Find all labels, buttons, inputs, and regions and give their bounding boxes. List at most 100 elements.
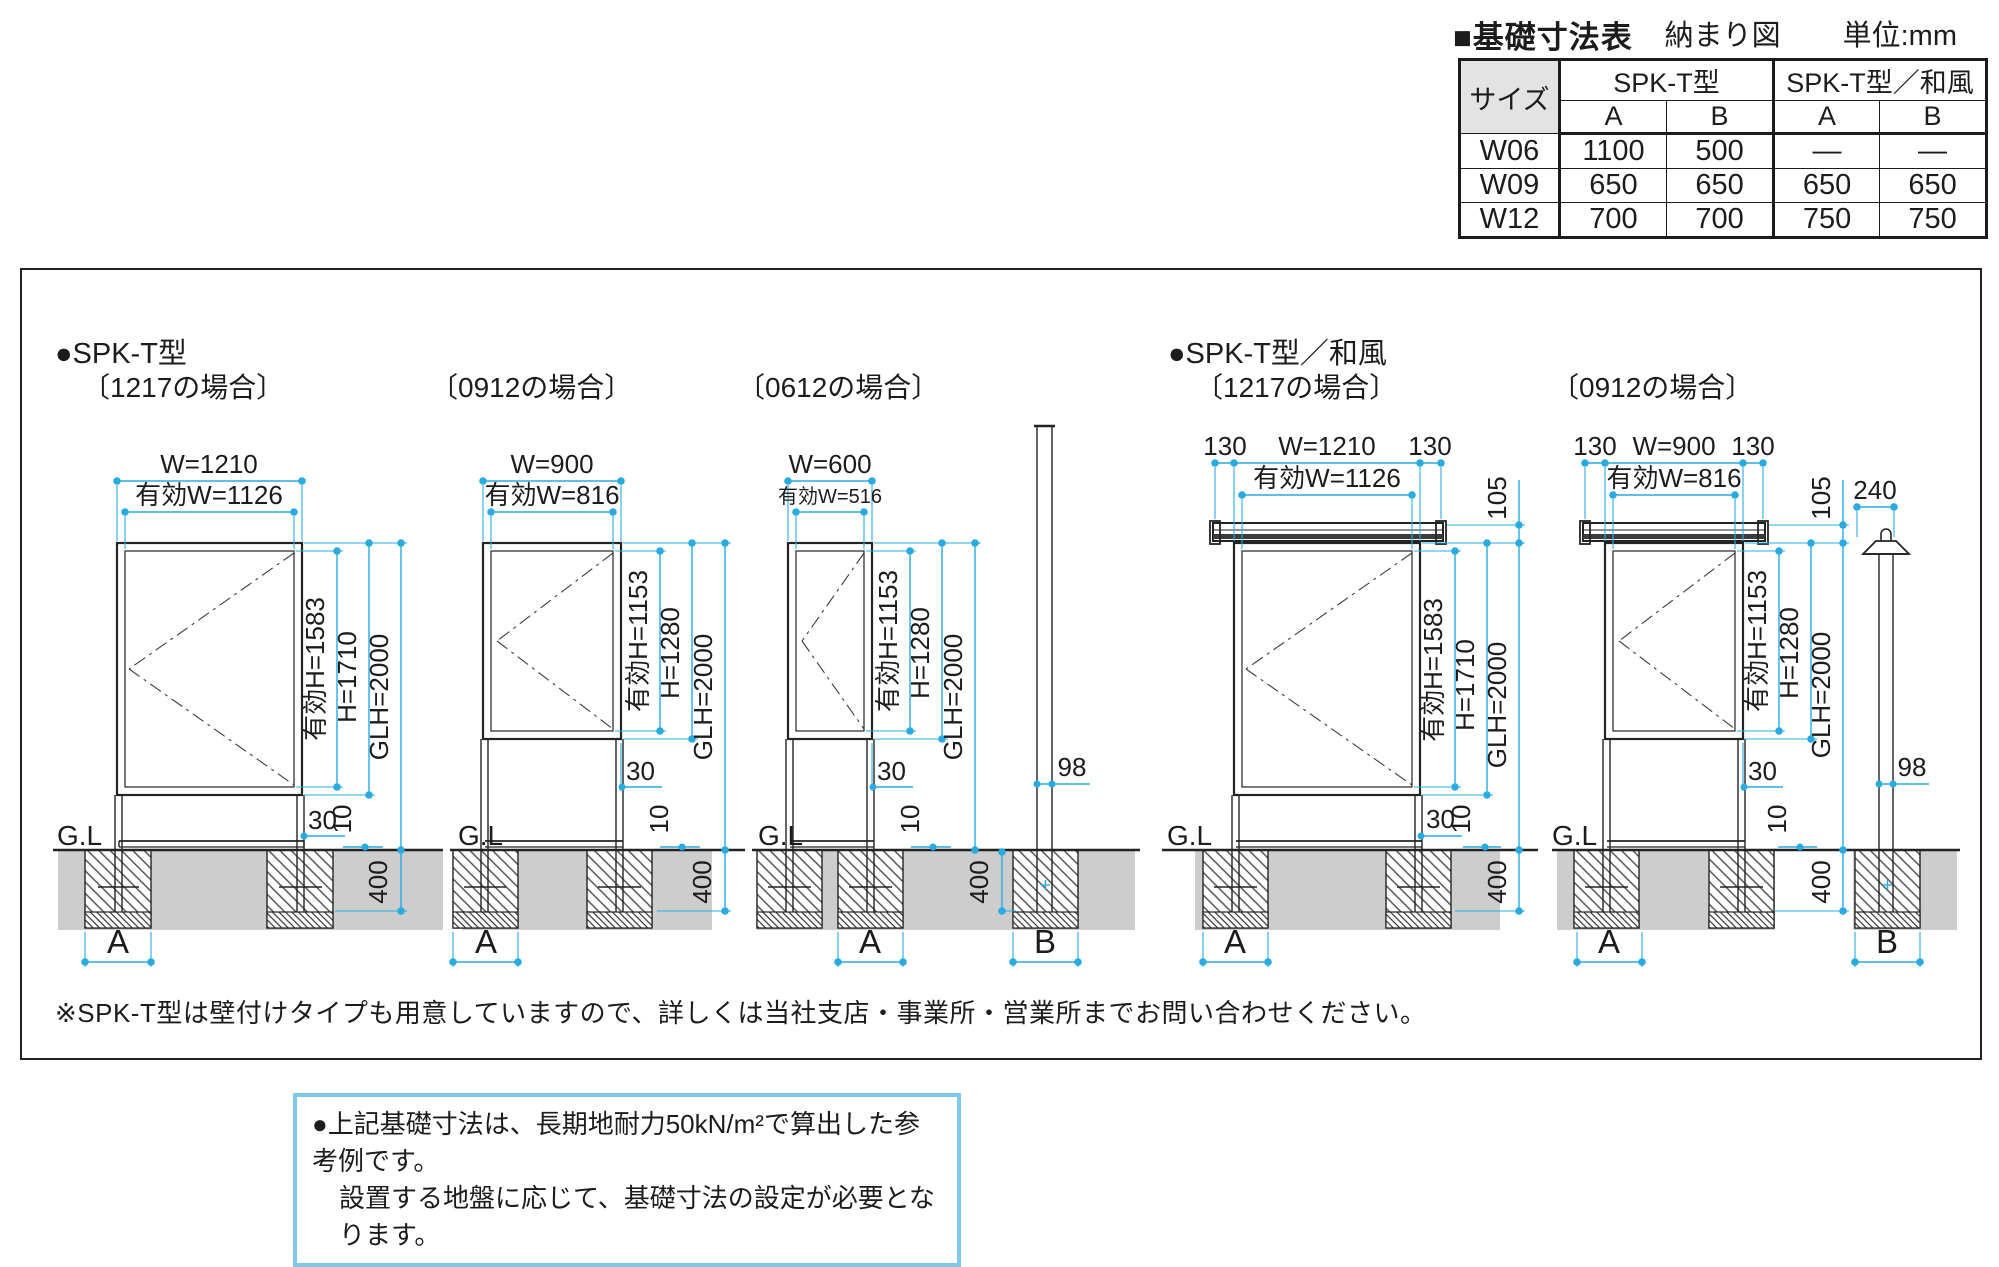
dim-30-label: 30 — [1748, 756, 1777, 786]
wall-mount-note: ※SPK-T型は壁付けタイプも用意していますので、詳しくは当社支店・事業所・営業… — [55, 998, 1427, 1028]
dim-w-label: W=600 — [788, 449, 871, 479]
signboard-front — [464, 541, 641, 912]
dim-105-label: 105 — [1806, 476, 1836, 519]
signboard-front — [1585, 541, 1763, 912]
dimensions — [784, 477, 1090, 967]
ground — [752, 848, 1140, 930]
dim-w-label: W=900 — [1632, 431, 1715, 461]
table-subheader-b1: B — [1665, 100, 1775, 135]
foundation-dimension-table: サイズ SPK-T型 SPK-T型／和風 A B A B W06 1100 50… — [1458, 58, 1989, 239]
dimensions — [81, 477, 407, 967]
ground-level-label: G.L — [1552, 820, 1597, 851]
dim-400-label: 400 — [1482, 860, 1512, 903]
dim-a-label: A — [1224, 923, 1246, 960]
dim-h-label: H=1710 — [1450, 639, 1480, 731]
row-size: W12 — [1459, 202, 1560, 238]
ground-level-label: G.L — [458, 820, 503, 851]
dim-effective-h-label: 有効H=1153 — [1742, 570, 1772, 712]
dim-30-label: 30 — [308, 805, 337, 835]
foundation-table-title: ■基礎寸法表 — [1453, 20, 1633, 55]
dimensions — [1199, 459, 1525, 967]
dim-h-label: H=1710 — [332, 631, 362, 723]
table-header-size: サイズ — [1459, 59, 1560, 134]
dim-effective-w-label: 有効W=816 — [1606, 463, 1741, 493]
drawing-wafu-0912: 130 W=900 130 有効W=816 105 240 有効H=1153 H… — [1552, 431, 1960, 967]
foundation-note-line1: ●上記基礎寸法は、長期地耐力50kN/m²で算出した参考例です。 — [312, 1109, 920, 1176]
diagram-header: 納まり図単位:mm — [1665, 12, 1957, 54]
dim-w-label: W=1210 — [160, 449, 258, 479]
dim-130-left-label: 130 — [1573, 431, 1616, 461]
table-header-group1: SPK-T型 — [1557, 59, 1775, 101]
dim-glh-label: GLH=2000 — [938, 634, 968, 760]
dim-effective-w-label: 有効W=516 — [778, 485, 882, 508]
dim-glh-label: GLH=2000 — [1806, 632, 1836, 758]
label-case-1217-wafu: 〔1217の場合〕 — [1195, 372, 1398, 403]
dim-glh-label: GLH=2000 — [1482, 642, 1512, 768]
drawing-spkt-1217: W=1210 有効W=1126 有効H=1583 H=1710 GLH=2000… — [53, 449, 443, 967]
row-size: W09 — [1459, 168, 1560, 203]
label-case-0912: 〔0912の場合〕 — [430, 372, 633, 403]
ground — [53, 848, 443, 930]
wafu-roof — [1579, 520, 1769, 545]
dim-30-label: 30 — [877, 756, 906, 786]
ground — [1162, 848, 1538, 930]
dim-98-label: 98 — [1058, 752, 1087, 782]
dim-10-label: 10 — [1446, 805, 1476, 834]
dim-400-label: 400 — [363, 860, 393, 903]
ground — [450, 848, 745, 930]
diagram-title: 納まり図 — [1664, 20, 1781, 52]
ground-level-label: G.L — [57, 820, 102, 851]
dim-130-right-label: 130 — [1731, 431, 1774, 461]
dim-effective-w-label: 有効W=1126 — [135, 480, 283, 510]
dim-130-right-label: 130 — [1408, 431, 1451, 461]
dim-10-label: 10 — [1762, 805, 1792, 834]
dim-h-label: H=1280 — [1774, 607, 1804, 699]
dim-130-left-label: 130 — [1203, 431, 1246, 461]
label-case-0912-wafu: 〔0912の場合〕 — [1551, 372, 1754, 403]
table-row: W06 1100 500 — — — [1459, 133, 1988, 169]
post-side-view — [1860, 528, 1912, 912]
wafu-roof — [1209, 520, 1447, 545]
table-subheader-a1: A — [1558, 100, 1667, 135]
dim-a-label: A — [859, 923, 881, 960]
row-size: W06 — [1459, 133, 1560, 169]
dim-a-label: A — [475, 923, 497, 960]
dim-effective-h-label: 有効H=1153 — [623, 570, 653, 712]
dim-240-label: 240 — [1853, 475, 1896, 505]
table-subheader-b2: B — [1879, 100, 1988, 135]
signboard-front — [98, 541, 322, 912]
ground-level-label: G.L — [758, 820, 803, 851]
dim-10-label: 10 — [327, 805, 357, 834]
dim-effective-h-label: 有効H=1583 — [300, 597, 330, 741]
ground-level-label: G.L — [1167, 820, 1212, 851]
dim-400-label: 400 — [1806, 860, 1836, 903]
table-row: W09 650 650 650 650 — [1459, 168, 1988, 203]
dim-10-label: 10 — [895, 805, 925, 834]
foundation-note-line2: 設置する地盤に応じて、基礎寸法の設定が必要となります。 — [339, 1183, 935, 1250]
dim-h-label: H=1280 — [655, 607, 685, 699]
dim-glh-label: GLH=2000 — [364, 634, 394, 760]
dim-w-label: W=1210 — [1278, 431, 1376, 461]
label-case-1217: 〔1217の場合〕 — [82, 372, 285, 403]
dim-effective-h-label: 有効H=1583 — [1418, 598, 1448, 742]
dim-glh-label: GLH=2000 — [688, 634, 718, 760]
label-series-spkt: ●SPK-T型 — [55, 338, 187, 370]
signboard-front — [768, 541, 892, 912]
dim-98-label: 98 — [1898, 752, 1927, 782]
dim-effective-w-label: 有効W=1126 — [1253, 463, 1401, 493]
table-row: W12 700 700 750 750 — [1459, 202, 1988, 238]
dim-effective-h-label: 有効H=1153 — [873, 570, 903, 712]
dimensions — [1573, 459, 1929, 967]
drawing-wafu-1217: 130 W=1210 130 有効W=1126 105 有効H=1583 H=1… — [1162, 431, 1538, 967]
drawing-spkt-0612: W=600 有効W=516 有効H=1153 H=1280 GLH=2000 3… — [752, 424, 1140, 967]
dim-30-label: 30 — [626, 756, 655, 786]
dim-30-label: 30 — [1426, 804, 1455, 834]
table-subheader-a2: A — [1772, 100, 1881, 135]
dim-a-label: A — [1598, 923, 1620, 960]
dim-b-label: B — [1876, 923, 1898, 960]
table-header-group2: SPK-T型／和風 — [1772, 59, 1988, 101]
dim-a-label: A — [107, 923, 129, 960]
dimensions — [449, 477, 731, 967]
post-side-view — [1034, 424, 1055, 912]
dim-effective-w-label: 有効W=816 — [484, 480, 619, 510]
